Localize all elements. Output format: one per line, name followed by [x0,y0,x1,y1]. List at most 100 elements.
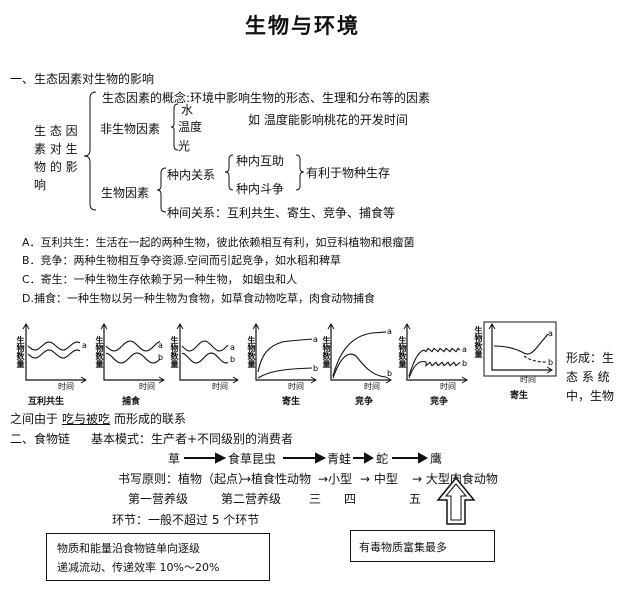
relation-a: A．互利共生：生活在一起的两种生物，彼此依赖相互有利，如豆科植物和根瘤菌 [22,236,415,249]
chain-snake: 蛇 [376,452,389,466]
graph-7-label-a: a [548,329,553,338]
graph-5-ylabel: 生物数量 [322,336,331,368]
graph-3-series-a [181,340,229,352]
intra-label: 种内关系 [167,168,216,182]
graph-1-caption: 互利共生 [28,397,65,407]
graph-6-series-b [408,360,461,379]
level-1: 第一营养级 [128,492,189,506]
graph-2-label-a-left: a [82,341,87,350]
graph-5-caption: 竞争 [355,397,374,407]
graph-3-xlabel: 时间 [212,382,228,391]
graph-1-series-b [27,349,81,359]
section-2-heading: 二、食物链 [10,432,71,446]
section-1-heading: 一、生态因素对生物的影响 [10,72,155,86]
graph-2-label-b: b [158,353,163,362]
graph-4-label-a: a [313,335,318,344]
nonbio-item-temperature: 温度 [178,120,203,134]
graph-6-x-arrow [461,376,468,384]
graph-1-axes [25,324,86,381]
continuation-line: 之间由于吃与被吃而形成的联系 [10,412,187,426]
graph-7-frame [483,321,557,377]
graph-3-label-b: b [230,355,235,364]
chain-grass: 草 [168,452,181,466]
nonbio-example: 如 温度能影响桃花的开发时间 [248,113,408,127]
graph-5-xlabel: 时间 [364,382,380,391]
graph-2-x-arrow [158,376,165,384]
graph-1-ylabel: 生物数量 [16,336,25,368]
graph-3-label-a: a [230,343,235,352]
graph-4-series-a [257,338,313,373]
graph-4-axes [255,324,316,381]
graph-6-series-a [408,347,461,377]
graph-7-xlabel: 时间 [520,375,536,384]
bio-label: 生物因素 [101,186,150,200]
relation-c: C．寄生：一种生物生存依赖于另一种生物， 如蛔虫和人 [22,273,298,286]
brace-root-label: 生 态 因 素 对 生 物 的 影 响 [34,124,78,192]
graph-7-label-b: b [548,358,553,367]
graph-1-series-a [27,341,81,351]
graph-6-caption: 竞争 [430,397,449,407]
chain-eagle: 鹰 [430,452,443,466]
graph-5-x-arrow [385,376,392,384]
principle-small: →小型 [318,472,353,486]
graph-6-y-arrow [403,323,411,330]
graph-2-label-a: a [158,341,163,350]
level-3: 三 [309,492,322,506]
graph-5-axes [330,324,391,381]
links-note: 环节：一般不超过 5 个环节 [112,513,260,527]
nonbio-label: 非生物因素 [100,122,161,136]
graph-2-caption: 捕食 [122,397,141,407]
graph-3-x-arrow [232,376,239,384]
graph-7-series-b [523,355,547,363]
nonbio-item-water: 水 [181,103,194,117]
graph-6-label-b: b [462,359,467,368]
graph-5-series-b [332,353,387,379]
chain-insect: 食草昆虫 [228,452,277,466]
basic-mode: 基本模式：生产者+不同级别的消费者 [91,432,294,446]
graph-2-ylabel: 生物数量 [95,336,104,368]
graph-3-y-arrow [176,323,184,330]
relation-b: B．竞争：两种生物相互争夺资源.空间而引起竞争，如水稻和稗草 [22,254,342,267]
graph-4-ylabel: 生物数量 [247,336,256,368]
graph-7-series-a [493,333,549,355]
graph-6-ylabel: 生物数量 [398,336,407,368]
graph-4-caption: 寄生 [282,397,301,407]
graph-4-label-b: b [313,364,318,373]
graph-2-series-a [105,340,161,352]
graph-1-xlabel: 时间 [58,382,74,391]
graph-7-caption: 寄生 [510,391,529,401]
principle-herbivore: →植食性动物 [241,472,312,486]
graph-2-y-arrow [100,323,108,330]
inter-relations: 种间关系：互利共生、寄生、竞争、捕食等 [167,206,396,220]
intra-item-help: 种内互助 [236,154,285,168]
graph-7-axes [491,324,552,371]
graph-5-series-a [332,331,387,377]
principle-label: 书写原则：植物（起点） [118,472,251,486]
graph-4-x-arrow [310,376,317,384]
chain-frog: 青蛙 [327,452,352,466]
graph-4-series-b [257,367,313,379]
graph-2-axes [103,324,164,381]
graph-2-xlabel: 时间 [139,382,155,391]
side-text: 形成：生 态 系 统 中，生物 [566,351,615,403]
page-title: 生物与环境 [245,13,360,38]
graph-4-y-arrow [252,323,260,330]
graph-1-y-arrow [22,323,30,330]
graph-3-series-b [181,352,229,364]
graph-3-ylabel: 生物数量 [170,336,179,368]
graph-5-label-b: b [387,369,392,378]
graph-6-axes [406,324,467,381]
graph-7-y-arrow [488,323,496,330]
principle-medium: → 中型 [360,472,398,486]
graph-3-axes [179,324,238,381]
intra-result: 有利于物种生存 [306,166,391,180]
level-2: 第二营养级 [221,492,282,506]
graph-4-xlabel: 时间 [288,382,304,391]
graph-5-y-arrow [327,323,335,330]
graph-6-label-a: a [462,345,467,354]
graph-7-ylabel: 生物数量 [474,326,483,358]
graph-5-label-a: a [387,327,392,336]
